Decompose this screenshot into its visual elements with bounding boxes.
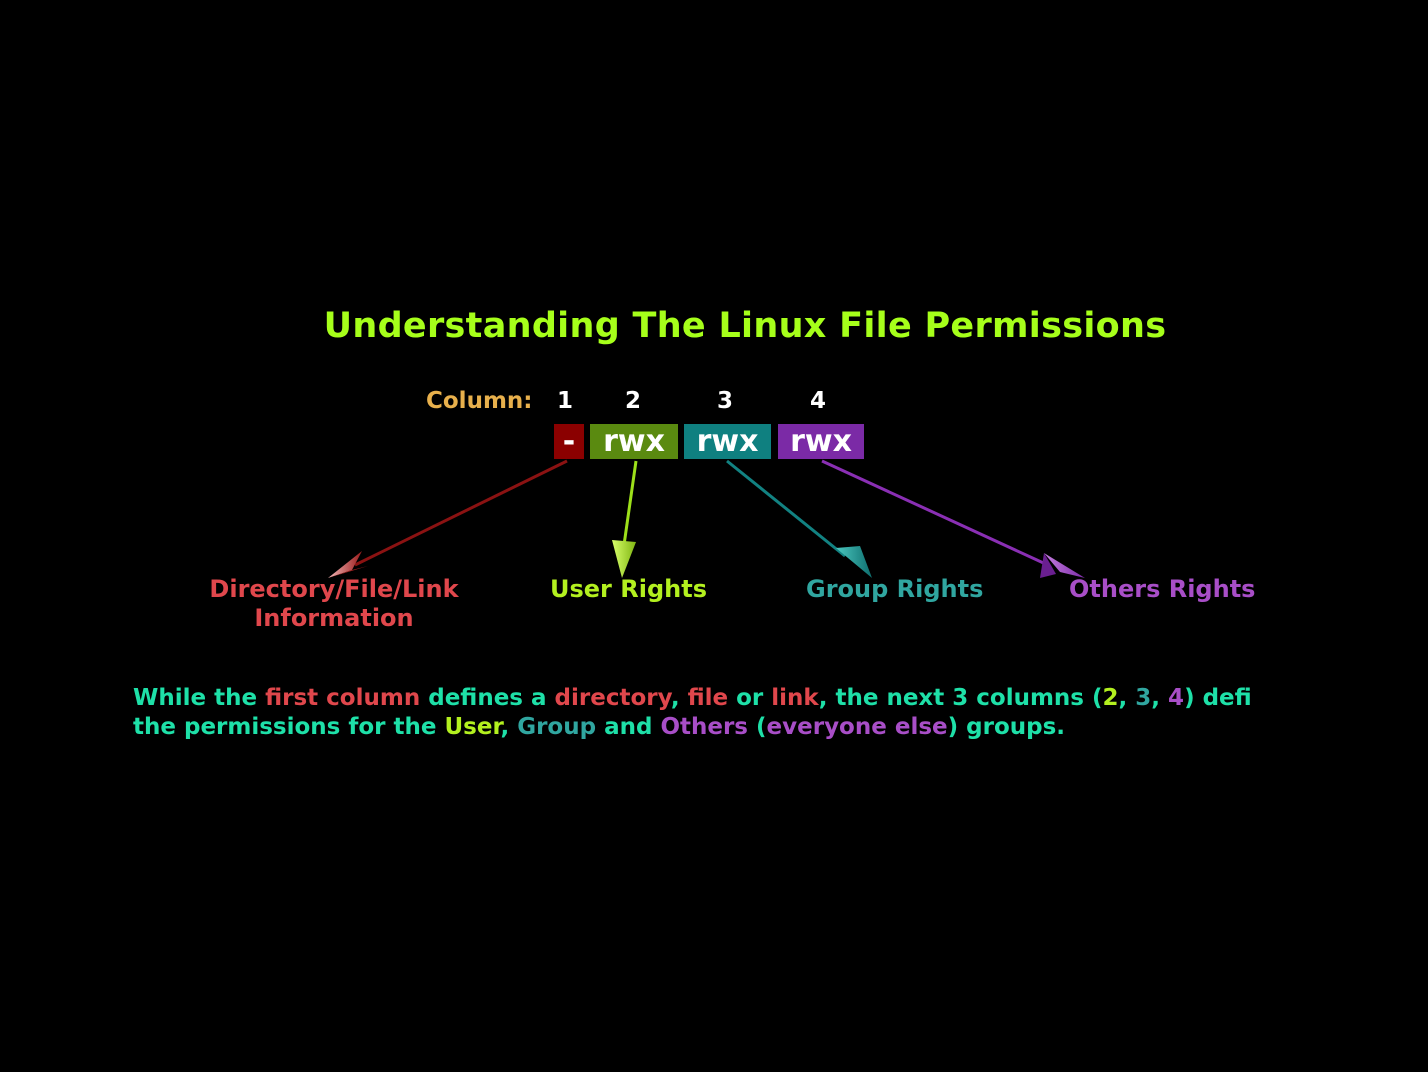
description-line-2: the permissions for the User, Group and … (133, 713, 1359, 742)
description-segment: ( (748, 714, 767, 740)
description-segment: everyone else (766, 714, 948, 740)
caption-directory-line2: Information (254, 604, 414, 632)
arrow-head-others (1044, 553, 1085, 578)
permission-box-user: rwx (590, 424, 678, 459)
description-segment: , (500, 714, 518, 740)
arrow-line-type (354, 459, 568, 567)
diagram-title: Understanding The Linux File Permissions (323, 306, 1167, 346)
arrow-line-group (726, 459, 846, 558)
permission-box-others: rwx (778, 424, 864, 459)
description-segment: Others (660, 714, 748, 740)
column-number-1: 1 (557, 388, 574, 414)
description-line-1: While the first column defines a directo… (133, 684, 1359, 713)
arrow-line-user (622, 460, 638, 546)
description-segment: ) groups. (947, 714, 1066, 740)
description-segment: and (596, 714, 661, 740)
permission-box-type: - (554, 424, 584, 459)
description-segment: 4 (1168, 685, 1185, 711)
permission-box-group: rwx (684, 424, 771, 459)
description-segment: first column (265, 685, 421, 711)
description-segment: While the (133, 685, 266, 711)
description-segment: ) defi (1184, 685, 1252, 711)
description-segment: file (687, 685, 729, 711)
caption-directory-line1: Directory/File/Link (209, 575, 459, 603)
description-segment: the permissions for the (133, 714, 445, 740)
caption-user-rights: User Rights (550, 575, 707, 603)
description-segment: , the next 3 columns ( (818, 685, 1103, 711)
description-text: While the first column defines a directo… (133, 684, 1359, 742)
description-segment: defines a (420, 685, 555, 711)
arrow-head-type (328, 551, 362, 578)
description-segment: 3 (1135, 685, 1152, 711)
column-number-3: 3 (717, 388, 734, 414)
arrow-line-others (821, 459, 1051, 568)
description-segment: directory (554, 685, 671, 711)
description-segment: , (1151, 685, 1169, 711)
description-segment: Group (517, 714, 597, 740)
arrow-head-group (836, 546, 872, 578)
description-segment: or (728, 685, 772, 711)
arrow-head-user (612, 540, 636, 578)
caption-directory-info: Directory/File/Link Information (198, 575, 470, 633)
column-number-4: 4 (810, 388, 827, 414)
description-segment: link (771, 685, 819, 711)
column-label: Column: (426, 388, 533, 414)
caption-others-rights: Others Rights (1069, 575, 1256, 603)
description-segment: User (444, 714, 501, 740)
caption-group-rights: Group Rights (806, 575, 984, 603)
description-segment: , (1118, 685, 1136, 711)
description-segment: , (670, 685, 688, 711)
column-number-2: 2 (625, 388, 642, 414)
description-segment: 2 (1102, 685, 1119, 711)
